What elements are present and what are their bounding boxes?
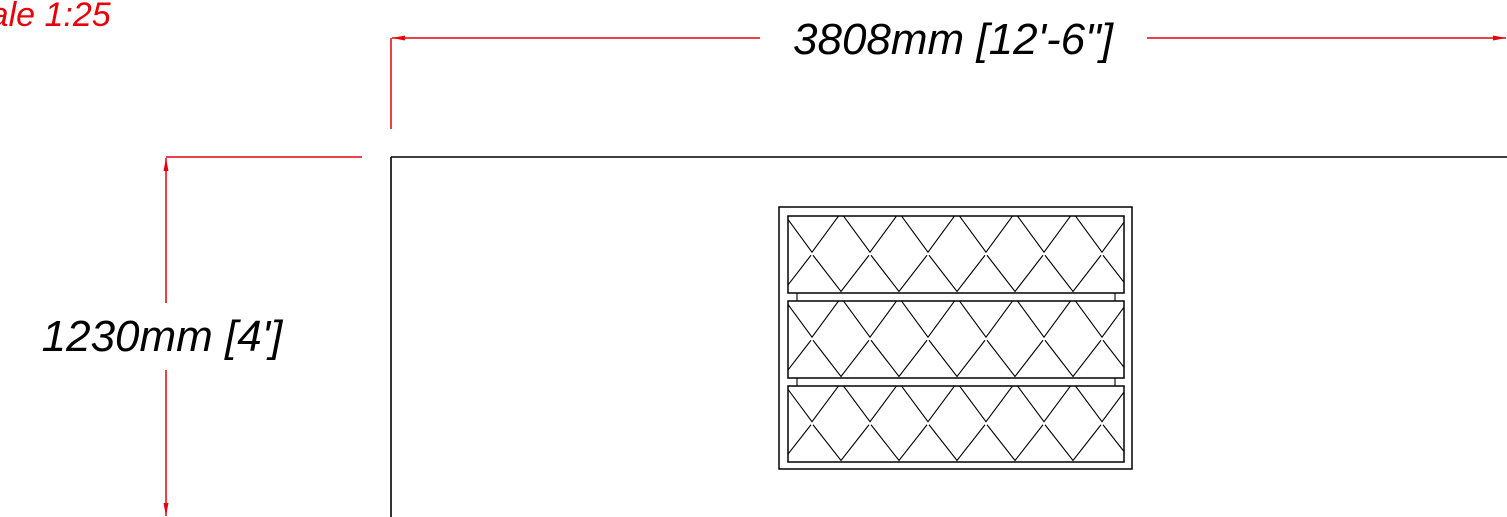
- panel-assembly: [778, 206, 1133, 470]
- height-dimension-label: 1230mm [4']: [42, 312, 285, 361]
- height-dimension: 1230mm [4']: [42, 156, 362, 516]
- unit-outline: [390, 156, 1507, 517]
- panel-hatch: [788, 301, 1124, 378]
- hatch-pattern: [788, 216, 1124, 293]
- width-dimension-label: 3808mm [12'-6"]: [793, 15, 1115, 64]
- panel-border: [787, 300, 1125, 379]
- panel-1: [787, 215, 1125, 301]
- panel-hatch: [788, 216, 1124, 293]
- panel-hatch: [788, 386, 1124, 462]
- scale-label: Scale 1:25: [0, 0, 111, 34]
- hatch-pattern: [788, 386, 1124, 462]
- panel-3: [787, 385, 1125, 463]
- width-dimension: 3808mm [12'-6"]: [390, 15, 1506, 129]
- hatch-pattern: [788, 301, 1124, 378]
- panel-frame-outer: [778, 206, 1133, 470]
- panel-2: [787, 300, 1125, 386]
- panel-border: [787, 385, 1125, 463]
- panel-border: [787, 215, 1125, 294]
